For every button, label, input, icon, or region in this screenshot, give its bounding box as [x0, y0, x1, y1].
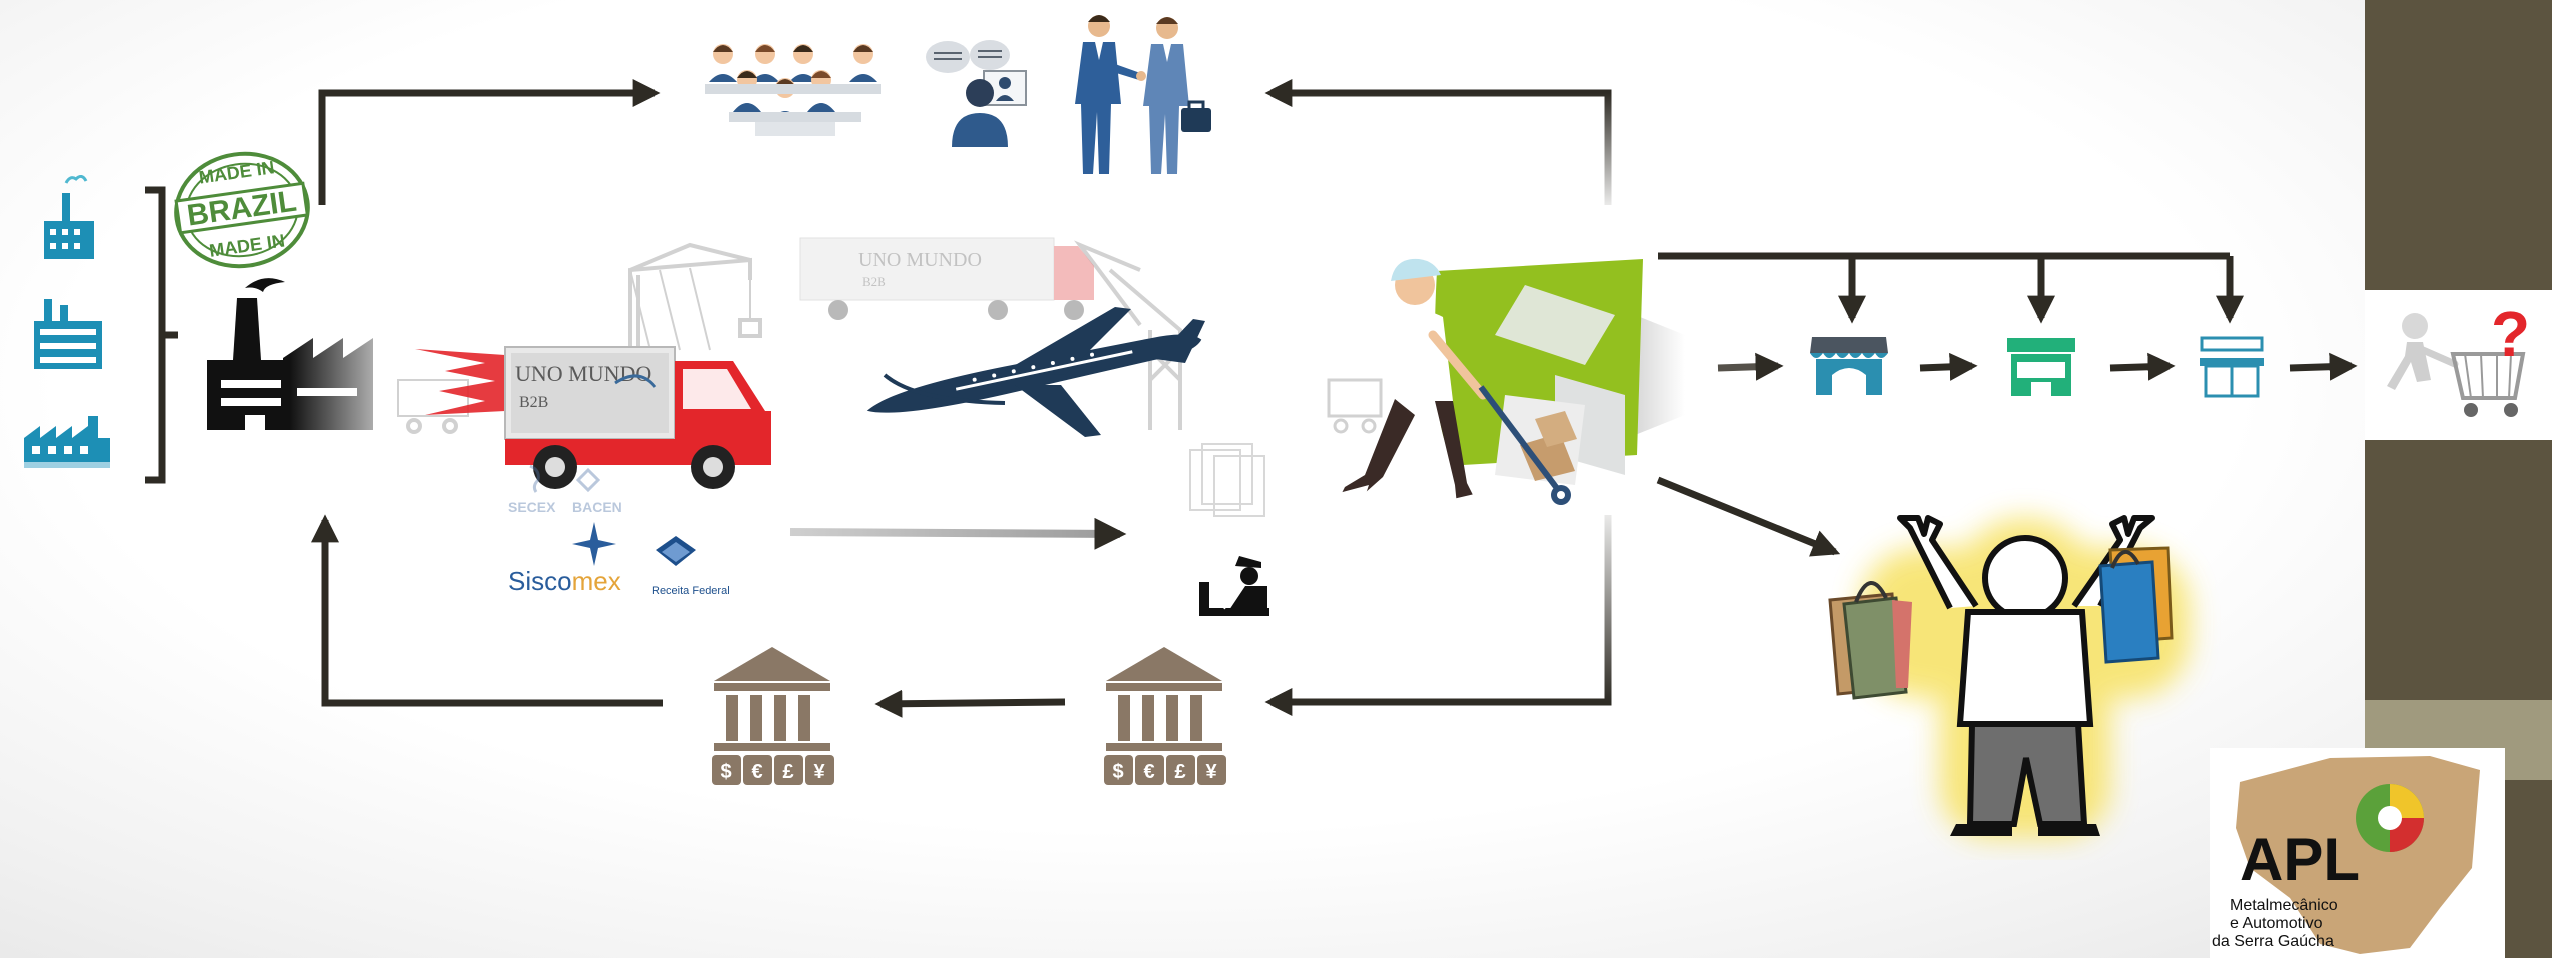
dollar-symbol: $: [720, 761, 731, 783]
made-in-brazil-stamp: MADE IN BRAZIL MADE IN: [174, 151, 310, 269]
call-center-staff-icon: [705, 44, 881, 136]
dollar-symbol: $: [1112, 761, 1123, 783]
apl-logo: APL Metalmecânico e Automotivo da Serra …: [2210, 748, 2505, 958]
pound-symbol: £: [1174, 761, 1185, 783]
pound-symbol: £: [782, 761, 793, 783]
factory-small-2-icon: [34, 299, 102, 369]
shopping-cart-question-icon: ?: [2387, 298, 2530, 417]
store-1-icon: [1810, 337, 1888, 395]
store-2-icon: [2007, 338, 2075, 396]
apl-line3-text: da Serra Gaúcha: [2212, 933, 2334, 950]
truck-brand-text: UNO MUNDO: [515, 361, 651, 386]
apl-map-logo: APL Metalmecânico e Automotivo da Serra …: [2212, 756, 2480, 954]
receita-label: Receita Federal: [652, 585, 730, 597]
side-panel-top: [2365, 0, 2552, 290]
secex-label: SECEX: [508, 499, 556, 515]
delivery-man-icon: [1337, 258, 1685, 507]
bank-right-icon: $ € £ ¥: [1104, 647, 1226, 785]
distribution-scene: [1325, 255, 1685, 525]
euro-symbol: €: [751, 761, 762, 783]
apl-line2-text: e Automotivo: [2230, 915, 2323, 932]
side-panel-middle: [2365, 440, 2552, 700]
faded-cargo-trailer: UNO MUNDO B2B: [799, 237, 1094, 320]
truck-sub-text: B2B: [519, 394, 548, 411]
customs-officer-icon: [1199, 556, 1269, 616]
customs-docs-icon: [1189, 443, 1265, 517]
delivery-truck-icon: UNO MUNDO B2B: [415, 346, 771, 489]
retail-question-panel: ?: [2365, 290, 2552, 440]
yen-symbol: ¥: [1205, 761, 1217, 783]
siscomex-label: Siscomex: [508, 566, 621, 596]
factory-small-3-icon: [24, 416, 110, 468]
trailer-sub-text: B2B: [862, 274, 886, 289]
bank-left-icon: $ € £ ¥: [712, 647, 834, 785]
store-3-icon: [2200, 336, 2264, 398]
factory-small-1-icon: [44, 175, 94, 259]
agencies-logos: SECEX BACEN Siscomex Receita Federal: [508, 464, 730, 597]
faded-right-trailer: [1327, 378, 1383, 434]
trailer-brand-text: UNO MUNDO: [858, 249, 982, 271]
happy-shopper-scene: [1800, 488, 2250, 860]
video-conference-icon: [926, 40, 1027, 147]
question-mark-text: ?: [2491, 298, 2530, 370]
apl-title-text: APL: [2240, 826, 2360, 893]
happy-shopper-icon: [1828, 515, 2190, 838]
bacen-label: BACEN: [572, 499, 622, 515]
airplane-icon: [866, 307, 1205, 437]
faded-port-scene: [397, 240, 1182, 434]
business-handshake-icon: [1075, 15, 1211, 174]
yen-symbol: ¥: [813, 761, 825, 783]
main-factory-icon: [207, 278, 373, 430]
euro-symbol: €: [1143, 761, 1154, 783]
apl-line1-text: Metalmecânico: [2230, 897, 2338, 914]
